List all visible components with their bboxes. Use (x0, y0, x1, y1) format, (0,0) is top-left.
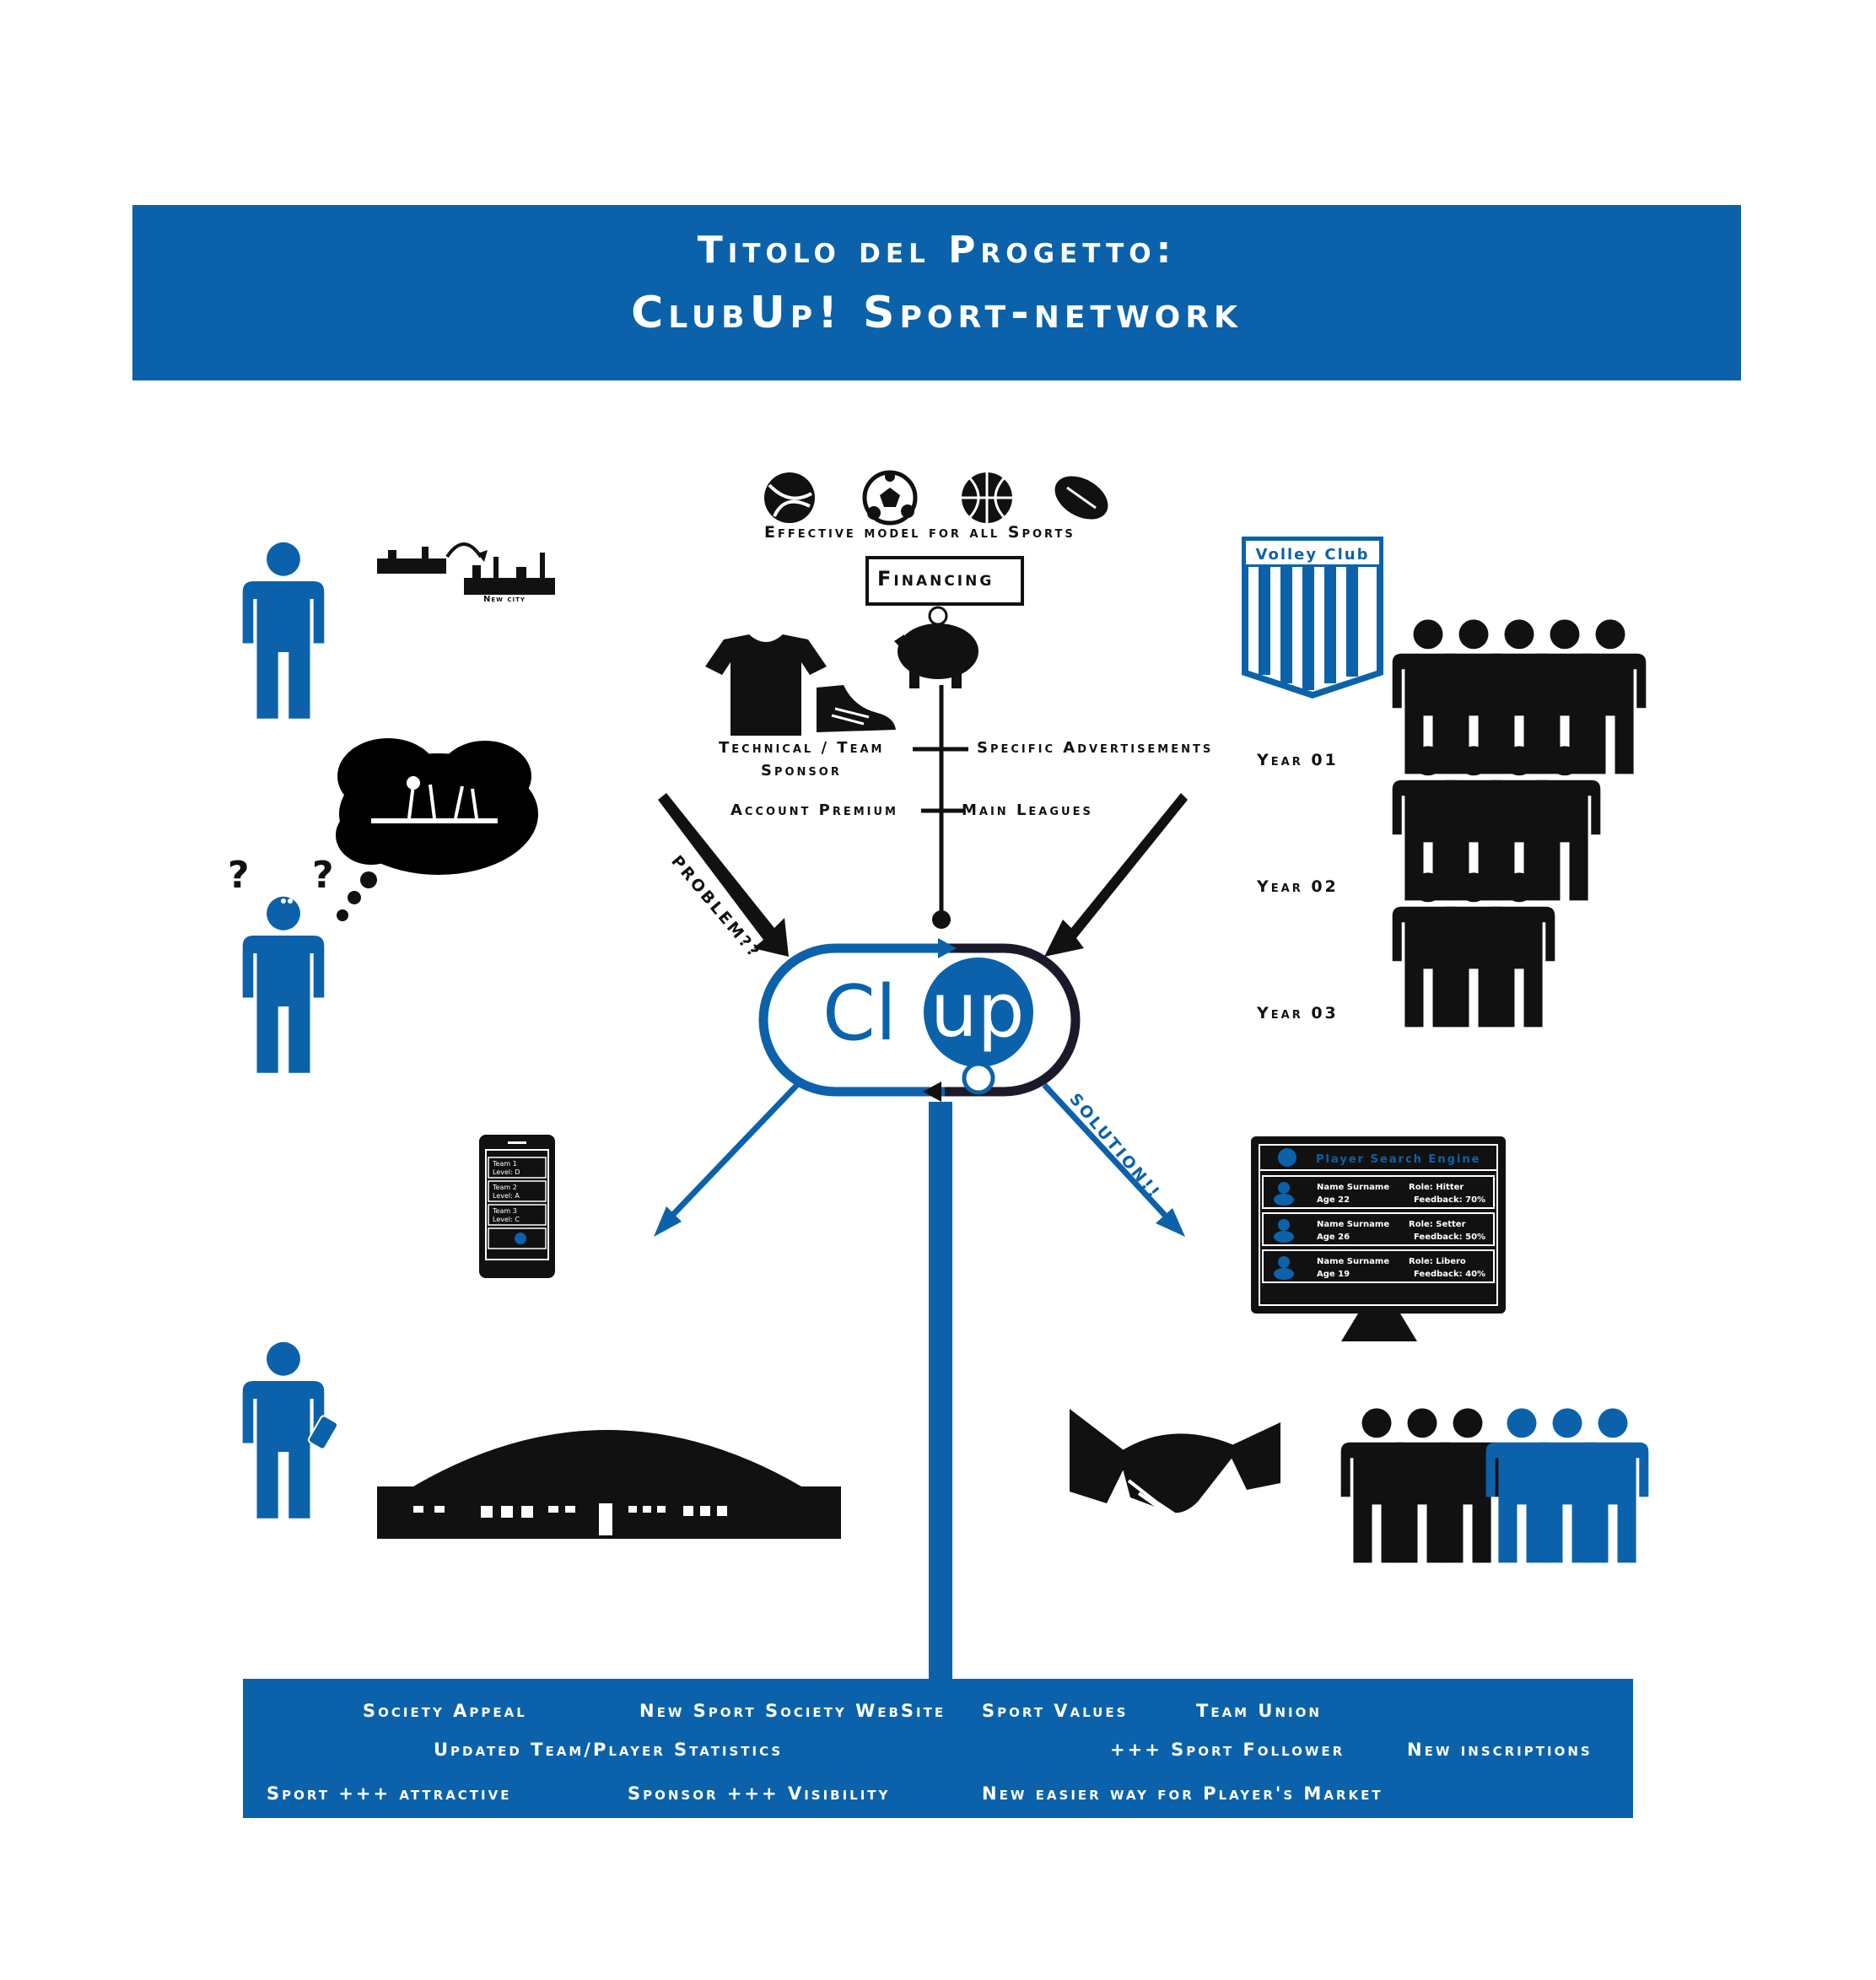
inbound-arrow (1044, 793, 1188, 957)
account-premium-label: Account Premium (730, 801, 898, 819)
result-age-2: Age 26 (1317, 1233, 1350, 1242)
result-feedback-3: Feedback: 40% (1414, 1270, 1485, 1279)
benefit-sport-values: Sport Values (982, 1701, 1129, 1721)
result-age-3: Age 19 (1317, 1270, 1350, 1279)
result-role-1: Role: Hitter (1409, 1183, 1464, 1192)
left-solution-arrow (664, 1082, 800, 1224)
benefit-team-union: Team Union (1196, 1701, 1322, 1721)
volleyball-icon (764, 472, 815, 523)
result-name-2: Name Surname (1317, 1220, 1389, 1229)
search-engine-title: Player Search Engine (1316, 1153, 1480, 1166)
title-line-1: Titolo del Progetto: (697, 229, 1177, 272)
benefit-players-market: New easier way for Player's Market (982, 1783, 1383, 1804)
member-row-year-03 (1392, 872, 1555, 1028)
specific-ads-label: Specific Advertisements (977, 739, 1214, 757)
result-role-3: Role: Libero (1409, 1257, 1466, 1266)
result-name-1: Name Surname (1317, 1183, 1389, 1192)
tshirt-icon (705, 634, 827, 736)
sneaker-icon (817, 685, 896, 732)
year-label-01: Year 01 (1257, 751, 1339, 769)
arena-icon (377, 1430, 841, 1539)
sports-caption: Effective model for all Sports (764, 523, 1075, 542)
year-label-03: Year 03 (1257, 1004, 1339, 1022)
person-icon (242, 1341, 325, 1519)
logo-text-right: up (930, 967, 1025, 1054)
shield-label: Volley Club (1256, 546, 1370, 564)
basketball-icon (962, 472, 1012, 523)
right-solution-arrow (1042, 1082, 1173, 1224)
main-leagues-label: Main Leagues (962, 801, 1093, 819)
benefits-panel: Society Appeal New Sport Society WebSite… (243, 1679, 1633, 1818)
question-mark: ? (228, 854, 250, 897)
benefit-updated-stats: Updated Team/Player Statistics (434, 1740, 784, 1760)
central-connector (929, 1102, 952, 1684)
result-name-3: Name Surname (1317, 1257, 1389, 1266)
phone-level-1: Level: D (493, 1168, 520, 1176)
result-role-2: Role: Setter (1409, 1220, 1466, 1229)
skyline-from-label: Hometown (377, 567, 427, 576)
logo-text-left: Cl (822, 969, 897, 1058)
benefit-sport-attractive: Sport +++ attractive (267, 1783, 512, 1804)
result-age-1: Age 22 (1317, 1195, 1350, 1205)
shield-icon (1242, 537, 1383, 699)
clubup-logo (758, 938, 1081, 1102)
problem-arrow (658, 793, 789, 957)
year-label-02: Year 02 (1257, 877, 1339, 896)
handheld-phone-icon (307, 1415, 339, 1450)
benefit-new-website: New Sport Society WebSite (639, 1701, 946, 1721)
technical-sponsor-label: Technical / Team (719, 739, 885, 757)
rugby-ball-icon (1054, 476, 1108, 520)
phone-team-2: Team 2 (492, 1184, 517, 1191)
technical-sponsor-label-2: Sponsor (761, 762, 842, 780)
thought-cloud-icon (336, 738, 538, 921)
phone-team-3: Team 3 (492, 1207, 517, 1215)
monitor-icon (1251, 1136, 1506, 1341)
phone-level-3: Level: C (493, 1216, 520, 1223)
title-line-2: ClubUp! Sport-network (631, 288, 1243, 338)
handshake-icon (1070, 1409, 1280, 1520)
benefit-society-appeal: Society Appeal (363, 1701, 527, 1721)
team-union-people (1340, 1408, 1649, 1563)
phone-team-1: Team 1 (492, 1160, 517, 1168)
financing-label: Financing (877, 567, 995, 591)
title-banner: Titolo del Progetto: ClubUp! Sport-netwo… (132, 205, 1741, 380)
smiley-face-icon (281, 898, 293, 904)
benefit-new-inscriptions: New inscriptions (1407, 1740, 1593, 1760)
financing-box (865, 556, 1024, 606)
piggy-bank-icon (894, 606, 978, 688)
skyline-icon (377, 542, 555, 595)
skyline-to-label: New city (483, 595, 526, 604)
benefit-sponsor-visibility: Sponsor +++ Visibility (628, 1783, 891, 1804)
soccer-ball-icon (862, 470, 918, 526)
smartphone-icon (479, 1135, 555, 1278)
person-icon (242, 896, 325, 1073)
question-mark: ? (312, 854, 334, 897)
result-feedback-1: Feedback: 70% (1414, 1195, 1485, 1205)
result-feedback-2: Feedback: 50% (1414, 1233, 1485, 1242)
benefit-sport-follower: +++ Sport Follower (1110, 1740, 1345, 1760)
phone-level-2: Level: A (493, 1192, 520, 1200)
person-icon (242, 542, 325, 719)
